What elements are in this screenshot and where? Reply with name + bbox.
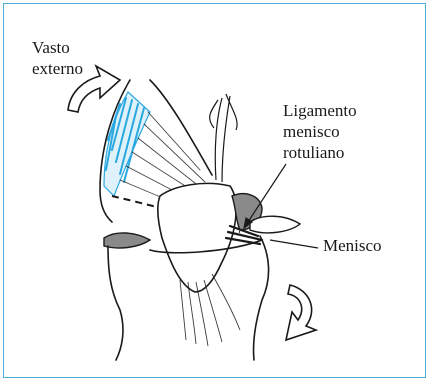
tendon-strands bbox=[210, 94, 237, 182]
patella bbox=[158, 183, 236, 292]
label-menisco: Menisco bbox=[323, 235, 413, 256]
rotation-arrow-bottom bbox=[286, 285, 316, 340]
label-ligamento-menisco-rotuliano: Ligamento menisco rotuliano bbox=[283, 100, 413, 163]
label-vasto-externo: Vasto externo bbox=[32, 37, 112, 79]
